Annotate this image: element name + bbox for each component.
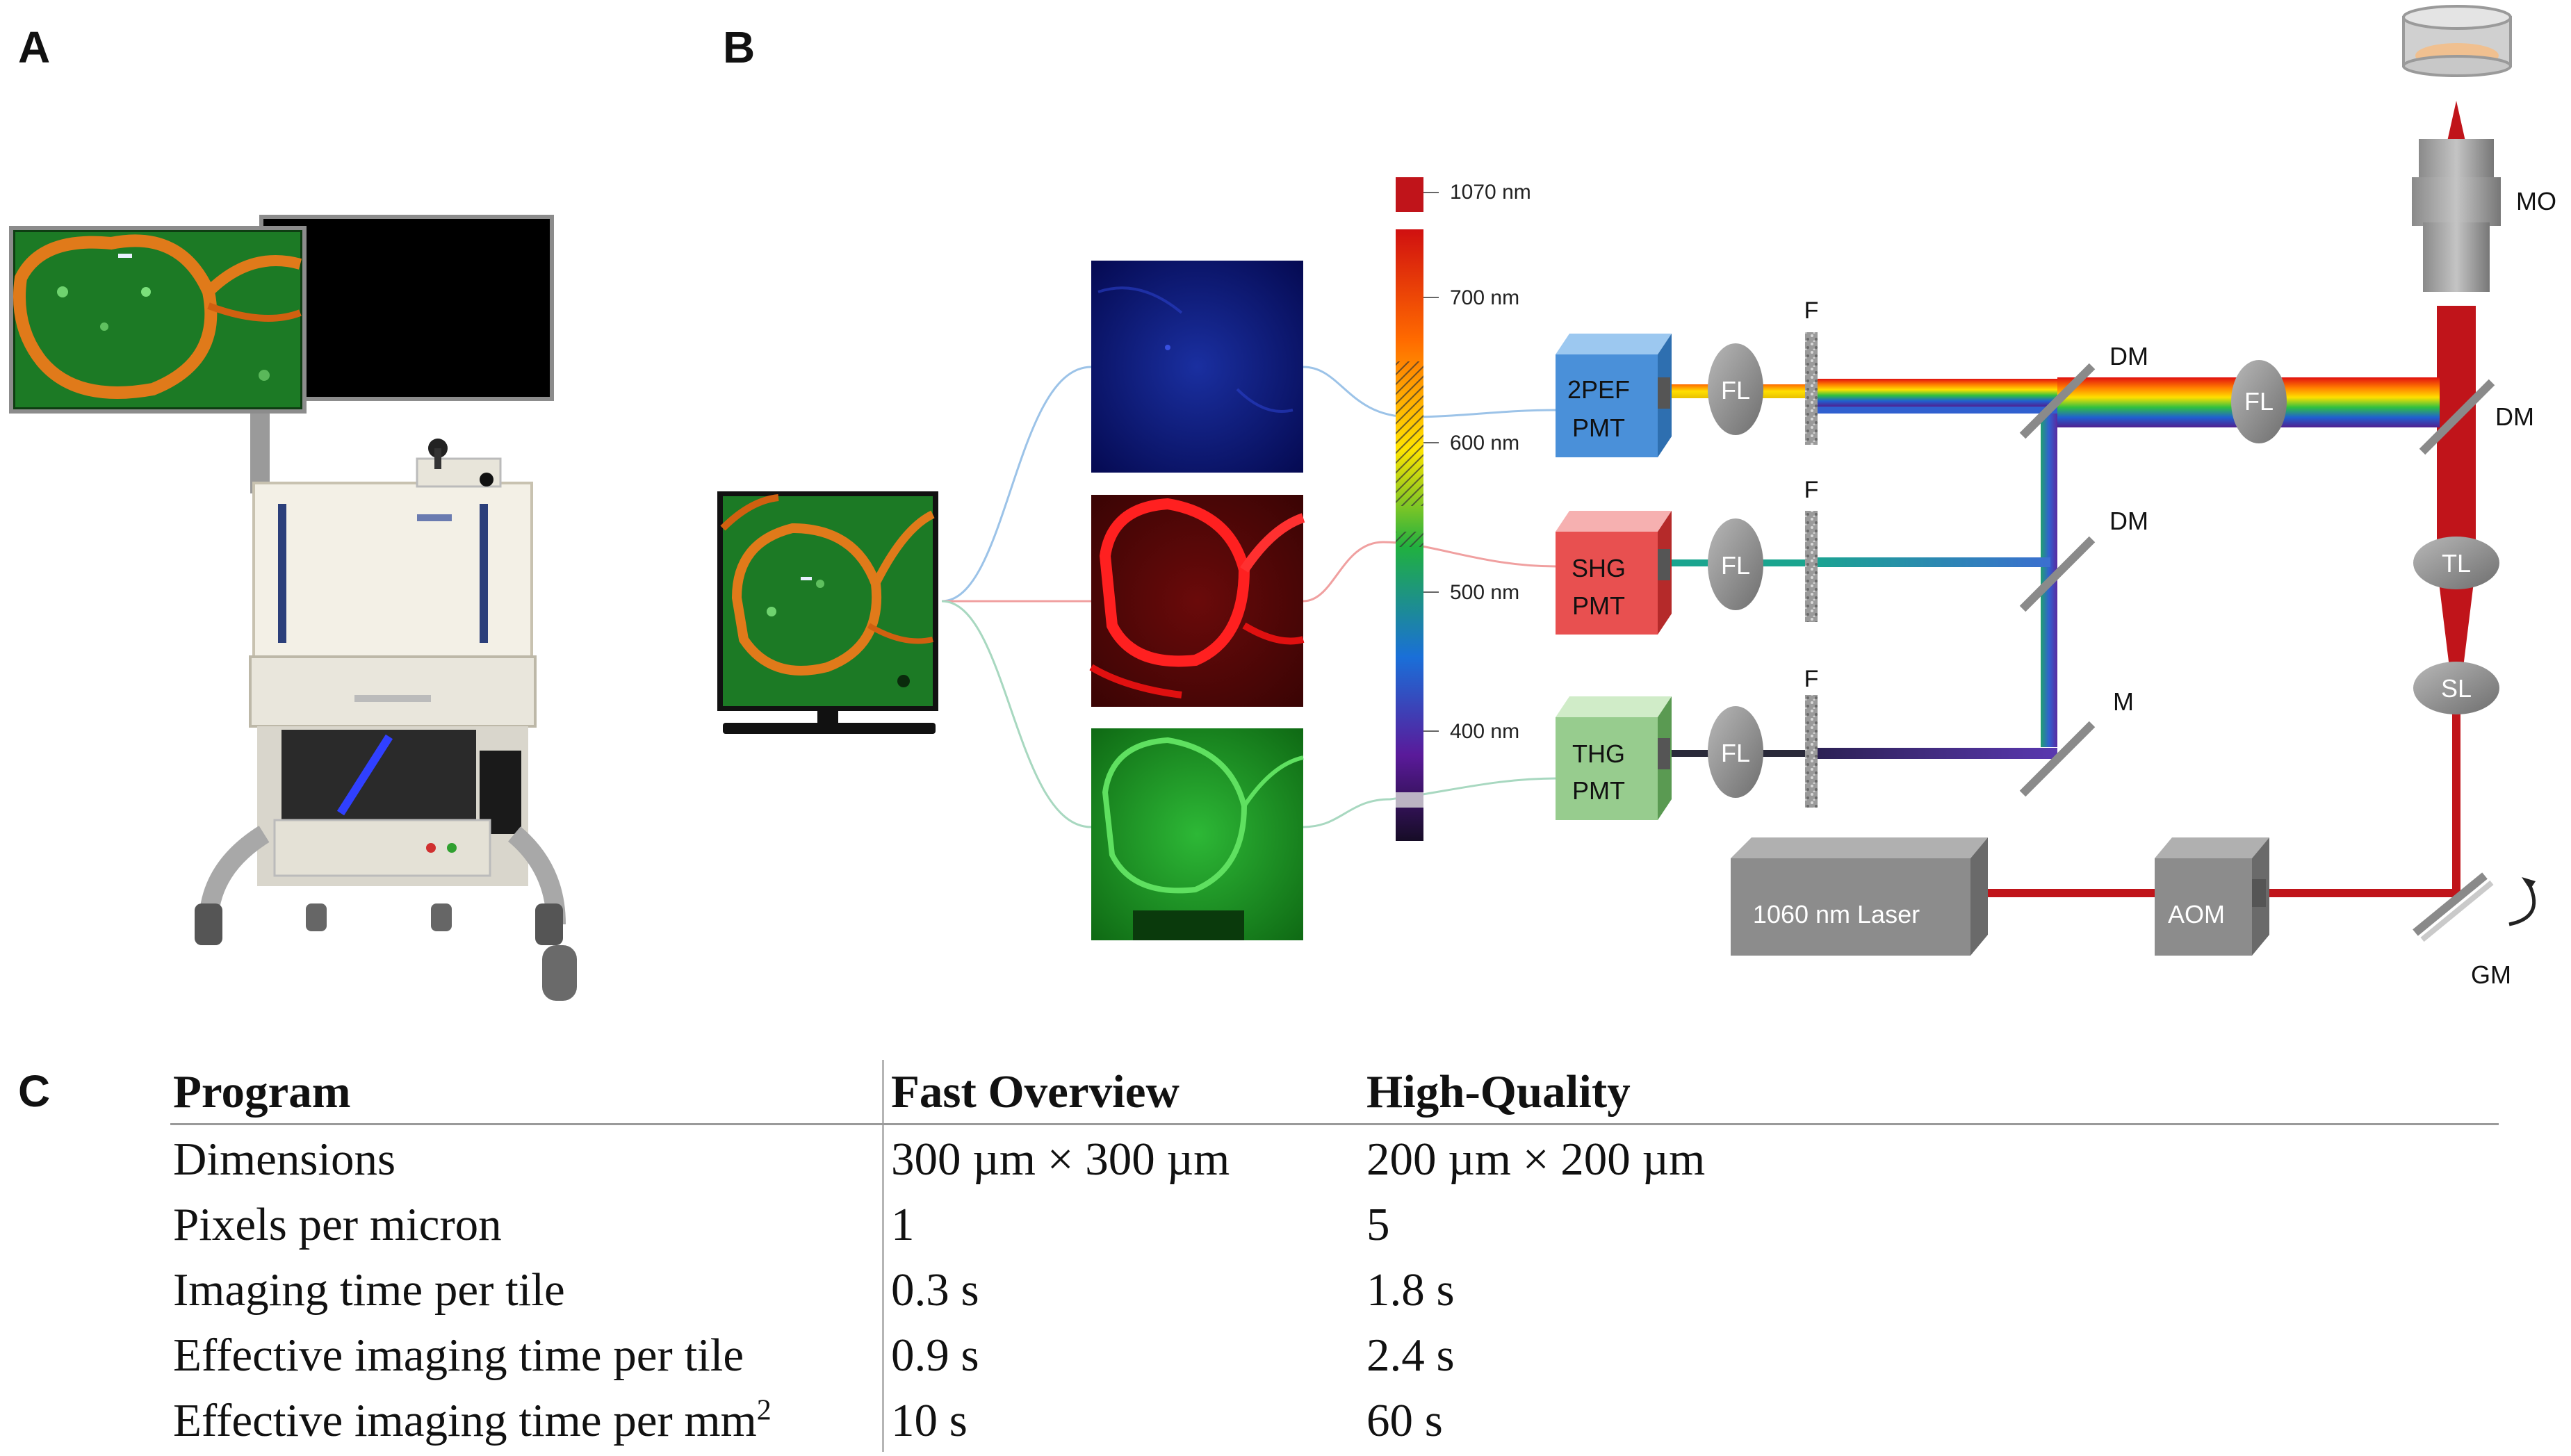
hq-value: 60 s bbox=[1366, 1395, 1443, 1446]
table-row: Imaging time per tile 0.3 s 1.8 s bbox=[170, 1256, 2499, 1321]
galvo-mirror: GM bbox=[2413, 872, 2536, 989]
row-label: Dimensions bbox=[170, 1124, 884, 1191]
microscope-objective: MO bbox=[2412, 139, 2556, 292]
table-header-row: Program Fast Overview High-Quality bbox=[170, 1060, 2499, 1125]
label-mo: MO bbox=[2516, 187, 2556, 215]
row-label: Effective imaging time per tile bbox=[170, 1321, 884, 1387]
row-label: Pixels per micron bbox=[170, 1191, 884, 1256]
table-row: Pixels per micron 1 5 bbox=[170, 1191, 2499, 1256]
fast-value: 0.9 s bbox=[891, 1330, 979, 1381]
pef-band bbox=[1396, 361, 1423, 506]
label-gm: GM bbox=[2471, 960, 2511, 989]
svg-text:SL: SL bbox=[2441, 674, 2472, 703]
col-header-high-quality: High-Quality bbox=[1364, 1060, 2499, 1125]
pmt-thg-line1: THG bbox=[1572, 739, 1625, 768]
front-monitor bbox=[9, 226, 307, 414]
label-dm-1: DM bbox=[2109, 342, 2148, 370]
mirrors: DM DM M DM bbox=[2019, 342, 2534, 797]
hq-value: 200 µm × 200 µm bbox=[1366, 1134, 1706, 1185]
svg-text:TL: TL bbox=[2442, 549, 2471, 578]
pmt-shg: SHG PMT bbox=[1556, 511, 1672, 635]
row-label-text: Effective imaging time per mm bbox=[173, 1395, 757, 1446]
panel-label-b: B bbox=[723, 22, 755, 72]
mirror-m bbox=[2019, 721, 2096, 797]
pmt-2pef-line2: PMT bbox=[1572, 414, 1625, 442]
instrument-cart-photo bbox=[9, 215, 577, 1001]
thg-band bbox=[1396, 792, 1423, 808]
lens-fl-collection: FL bbox=[2231, 360, 2287, 443]
beam-paths bbox=[1661, 101, 2476, 897]
pmt-2pef-line1: 2PEF bbox=[1567, 375, 1630, 404]
pmt-thg: THG PMT bbox=[1556, 696, 1672, 820]
hq-value: 1.8 s bbox=[1366, 1264, 1455, 1316]
fast-value: 0.3 s bbox=[891, 1264, 979, 1316]
hq-value: 2.4 s bbox=[1366, 1330, 1455, 1381]
label-dm-2: DM bbox=[2109, 507, 2148, 535]
lens-fl-shg: FL bbox=[1708, 518, 1763, 610]
pmt-shg-line1: SHG bbox=[1572, 554, 1626, 582]
svg-text:FL: FL bbox=[1721, 376, 1750, 404]
dichroic-2 bbox=[2019, 536, 2096, 612]
lens-tl: TL bbox=[2413, 537, 2499, 589]
label-700nm: 700 nm bbox=[1450, 286, 1519, 309]
filter-label-thg: F bbox=[1804, 666, 1819, 692]
dichroic-1 bbox=[2019, 363, 2096, 439]
row-label: Imaging time per tile bbox=[170, 1256, 884, 1321]
lens-sl: SL bbox=[2413, 662, 2499, 714]
fast-value: 10 s bbox=[891, 1395, 968, 1446]
lens-fl-thg: FL bbox=[1708, 706, 1763, 798]
label-aom: AOM bbox=[2168, 900, 2225, 929]
label-500nm: 500 nm bbox=[1450, 581, 1519, 604]
channel-image-2pef bbox=[1091, 261, 1303, 473]
label-600nm: 600 nm bbox=[1450, 432, 1519, 455]
composite-monitor bbox=[717, 491, 938, 734]
fast-value: 300 µm × 300 µm bbox=[891, 1134, 1230, 1185]
lens-fl-2pef: FL bbox=[1708, 343, 1763, 435]
svg-text:FL: FL bbox=[2244, 387, 2274, 416]
laser-1060nm: 1060 nm Laser bbox=[1731, 837, 1988, 956]
label-dm-main: DM bbox=[2495, 402, 2534, 431]
row-label: Effective imaging time per mm2 bbox=[170, 1387, 884, 1452]
channel-image-shg bbox=[1089, 495, 1305, 707]
rear-monitor bbox=[259, 215, 554, 401]
label-laser: 1060 nm Laser bbox=[1753, 900, 1920, 929]
sample-dish bbox=[2402, 5, 2512, 77]
col-header-fast-overview: Fast Overview bbox=[883, 1060, 1364, 1125]
label-400nm: 400 nm bbox=[1450, 720, 1519, 743]
dichroic-main bbox=[2419, 379, 2495, 455]
filter-label-shg: F bbox=[1804, 477, 1819, 503]
svg-text:FL: FL bbox=[1721, 551, 1750, 580]
label-1070nm: 1070 nm bbox=[1450, 181, 1531, 204]
pmt-2pef: 2PEF PMT bbox=[1556, 334, 1672, 457]
fast-value: 1 bbox=[891, 1199, 915, 1250]
imaging-programs-table: Program Fast Overview High-Quality Dimen… bbox=[170, 1060, 2499, 1452]
col-header-program: Program bbox=[170, 1060, 884, 1125]
wavelength-scale: 1070 nm 700 nm 600 nm 500 nm 400 nm bbox=[1396, 177, 1531, 841]
shg-band bbox=[1396, 532, 1423, 547]
table-row: Effective imaging time per tile 0.9 s 2.… bbox=[170, 1321, 2499, 1387]
filters: F F F bbox=[1804, 297, 1819, 808]
svg-text:FL: FL bbox=[1721, 739, 1750, 767]
panel-label-c: C bbox=[18, 1066, 50, 1116]
table-row: Effective imaging time per mm2 10 s 60 s bbox=[170, 1387, 2499, 1452]
label-m: M bbox=[2113, 687, 2134, 716]
pmt-shg-line2: PMT bbox=[1572, 591, 1625, 620]
table-row: Dimensions 300 µm × 300 µm 200 µm × 200 … bbox=[170, 1124, 2499, 1191]
channel-image-thg bbox=[1091, 728, 1304, 940]
panel-label-a: A bbox=[18, 22, 50, 72]
aom: AOM bbox=[2155, 837, 2269, 956]
filter-label-2pef: F bbox=[1804, 297, 1819, 324]
row-label-superscript: 2 bbox=[756, 1394, 772, 1427]
hq-value: 5 bbox=[1366, 1199, 1390, 1250]
pmt-thg-line2: PMT bbox=[1572, 776, 1625, 805]
